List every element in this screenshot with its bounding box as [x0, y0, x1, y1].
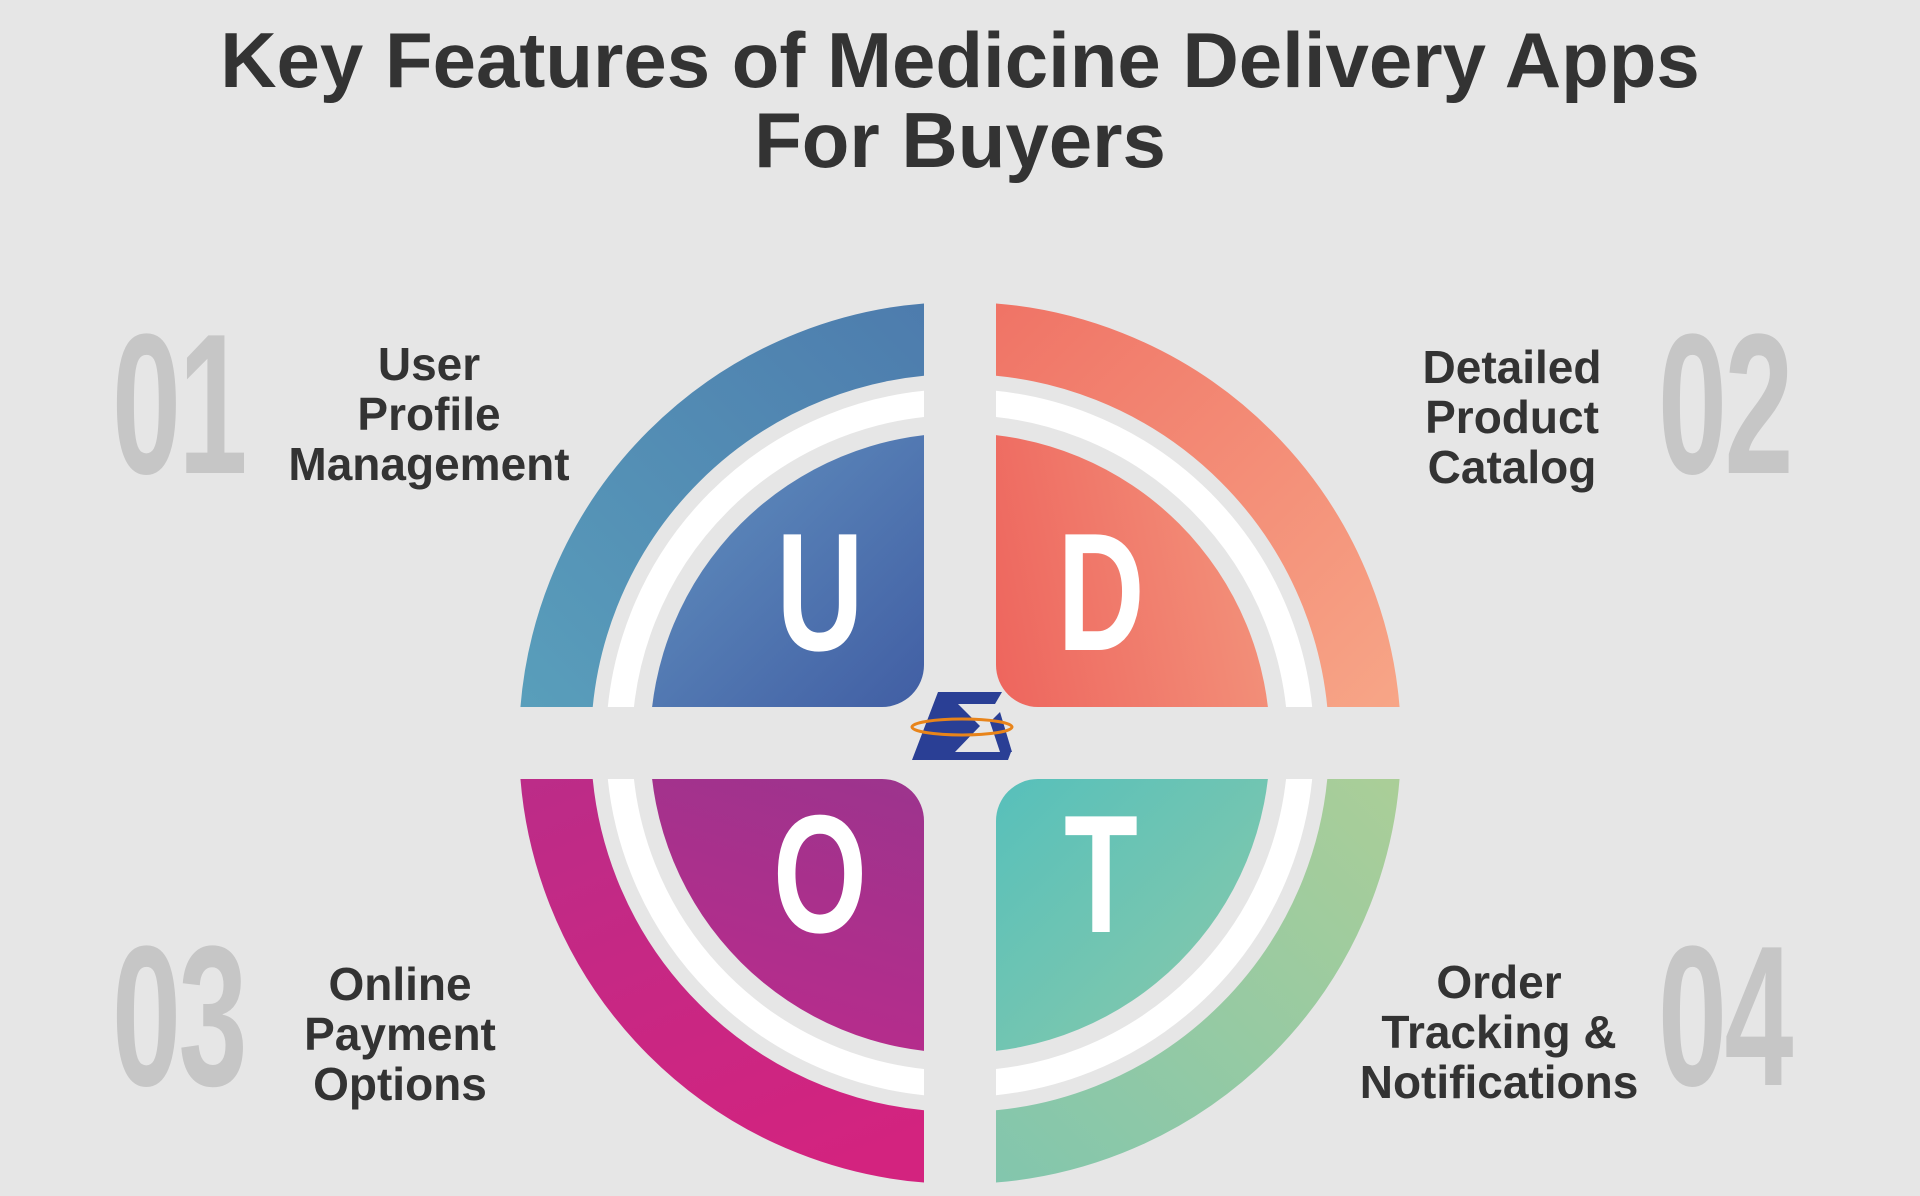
feature-label-product-catalog: Detailed Product Catalog [1302, 342, 1722, 492]
feature-number-03: 03 [112, 905, 247, 1128]
letter-d: D [1057, 499, 1144, 687]
feature-label-payment-options: Online Payment Options [190, 959, 610, 1109]
label-line: Tracking & [1381, 1006, 1617, 1058]
company-logo-icon [910, 692, 1014, 760]
page-title-line1: Key Features of Medicine Delivery Apps [220, 16, 1700, 104]
feature-number-01: 01 [112, 293, 247, 516]
label-line: Notifications [1359, 1056, 1639, 1108]
label-line: Product [1425, 391, 1599, 443]
label-line: Options [313, 1058, 487, 1110]
label-line: Online [328, 958, 472, 1010]
feature-number-02: 02 [1658, 293, 1793, 516]
page-title-line2: For Buyers [754, 96, 1166, 184]
label-line: Profile [357, 388, 501, 440]
letter-u: U [776, 499, 863, 687]
label-line: Order [1436, 956, 1562, 1008]
label-line: Management [288, 438, 570, 490]
label-line: Detailed [1422, 341, 1602, 393]
feature-number-04: 04 [1658, 905, 1793, 1128]
letter-o: O [773, 781, 867, 969]
feature-label-order-tracking: Order Tracking & Notifications [1289, 957, 1709, 1107]
label-line: User [377, 338, 481, 390]
feature-label-user-profile: User Profile Management [219, 339, 639, 489]
label-line: Catalog [1427, 441, 1597, 493]
letter-t: T [1064, 781, 1138, 969]
label-line: Payment [304, 1008, 496, 1060]
